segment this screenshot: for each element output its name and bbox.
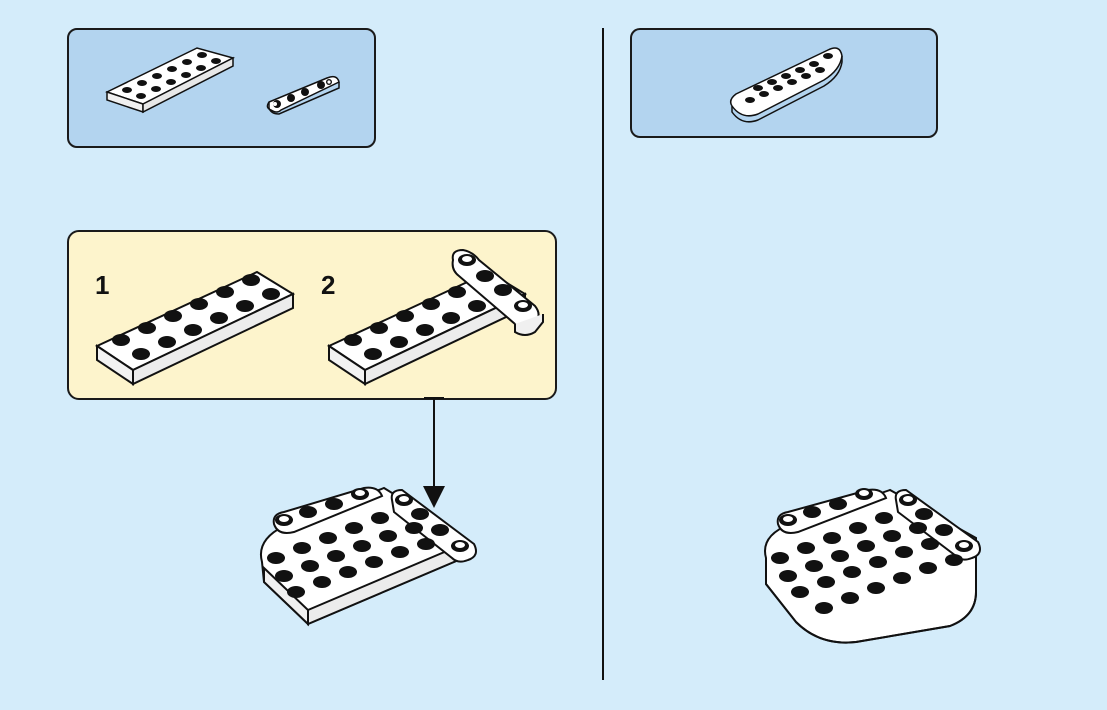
sub-assembly-callout: 1 2 xyxy=(67,230,557,400)
page-bottom-edge xyxy=(0,704,1107,710)
assembly-in-progress-art xyxy=(254,484,494,634)
sub-assembly-art xyxy=(69,232,555,398)
parts-callout-left xyxy=(67,28,376,148)
page-divider xyxy=(602,28,604,680)
wedge-plate-icon xyxy=(632,30,936,136)
completed-base-art xyxy=(760,488,990,648)
plate-2x6-icon xyxy=(69,30,374,146)
parts-callout-right xyxy=(630,28,938,138)
